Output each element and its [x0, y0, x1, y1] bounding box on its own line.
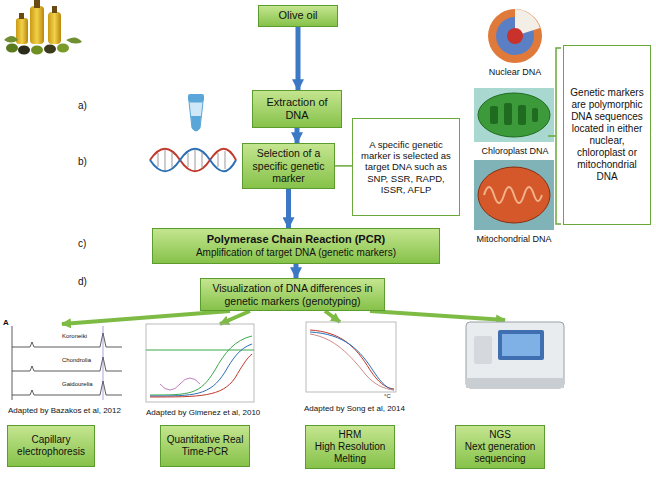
process-box: Olive oil: [258, 5, 338, 27]
process-box: NGSNext generation sequencing: [455, 425, 545, 469]
step-letter: c): [78, 238, 86, 250]
box-subtext: High Resolution Melting: [310, 441, 390, 465]
box-text: Polymerase Chain Reaction (PCR): [207, 233, 386, 246]
dna-helix-picture: [150, 149, 236, 172]
step-letter: b): [78, 156, 87, 168]
process-box: Quantitative Real Time-PCR: [160, 425, 250, 467]
chart-label: Chondrolia: [62, 357, 91, 364]
step-letter: d): [78, 276, 87, 288]
box-text: Extraction of DNA: [257, 96, 337, 122]
bracket: [548, 48, 561, 224]
box-text: Selection of a specific genetic marker: [247, 147, 330, 185]
flow-arrow: [295, 128, 300, 143]
flow-arrow: [294, 264, 299, 278]
bracket-connector: [335, 165, 352, 167]
hrm-chart-picture: [306, 322, 396, 392]
step-letter: a): [78, 100, 87, 112]
box-text: Capillary electrophoresis: [12, 434, 90, 458]
flow-arrow: [296, 27, 301, 90]
chart-label: °C: [384, 393, 391, 400]
process-box: Visualization of DNA differences in gene…: [200, 278, 385, 311]
box-subtext: Next generation sequencing: [460, 441, 540, 465]
picture-caption: Mitochondrial DNA: [466, 234, 562, 244]
chart-label: Adapted by Song et al, 2014: [304, 404, 405, 413]
tube-picture: [188, 94, 204, 131]
process-box: Polymerase Chain Reaction (PCR)Amplifica…: [152, 228, 440, 264]
chart-label: Adapted by Bazakos et al, 2012: [8, 406, 121, 415]
box-text: Genetic markers are polymorphic DNA sequ…: [568, 87, 646, 183]
process-box: Capillary electrophoresis: [7, 425, 95, 467]
note-box: A specific genetic marker is selected as…: [352, 118, 460, 216]
process-box: Extraction of DNA: [252, 90, 342, 128]
chloroplast-picture: [474, 88, 554, 142]
box-subtext: Amplification of target DNA (genetic mar…: [196, 247, 396, 259]
box-text: Visualization of DNA differences in gene…: [205, 282, 380, 307]
ngs-machine-picture: [466, 322, 564, 388]
nucleus-picture: [488, 9, 542, 63]
picture-caption: Chloroplast DNA: [470, 146, 560, 156]
box-text: A specific genetic marker is selected as…: [357, 139, 455, 196]
box-text: HRM: [339, 429, 362, 441]
process-box: Selection of a specific genetic marker: [242, 143, 335, 189]
box-text: Quantitative Real Time-PCR: [165, 434, 245, 458]
split-arrows: [62, 311, 505, 324]
chart-label: Adapted by Gimenez et al, 2010: [146, 408, 260, 417]
chart-label: Koroneiki: [62, 333, 87, 340]
qpcr-chart-picture: [146, 324, 254, 402]
box-text: NGS: [489, 429, 511, 441]
chart-label: Gaidourelia: [62, 381, 93, 388]
process-box: HRMHigh Resolution Melting: [305, 425, 395, 469]
olive-oil-picture: [4, 0, 82, 55]
note-box: Genetic markers are polymorphic DNA sequ…: [563, 45, 651, 225]
electropherogram-picture: [12, 326, 122, 400]
box-text: Olive oil: [278, 9, 317, 22]
chart-label: A: [3, 318, 9, 327]
picture-caption: Nuclear DNA: [470, 67, 560, 77]
flow-arrow: [286, 189, 291, 228]
mitochondrion-picture: [474, 160, 554, 230]
